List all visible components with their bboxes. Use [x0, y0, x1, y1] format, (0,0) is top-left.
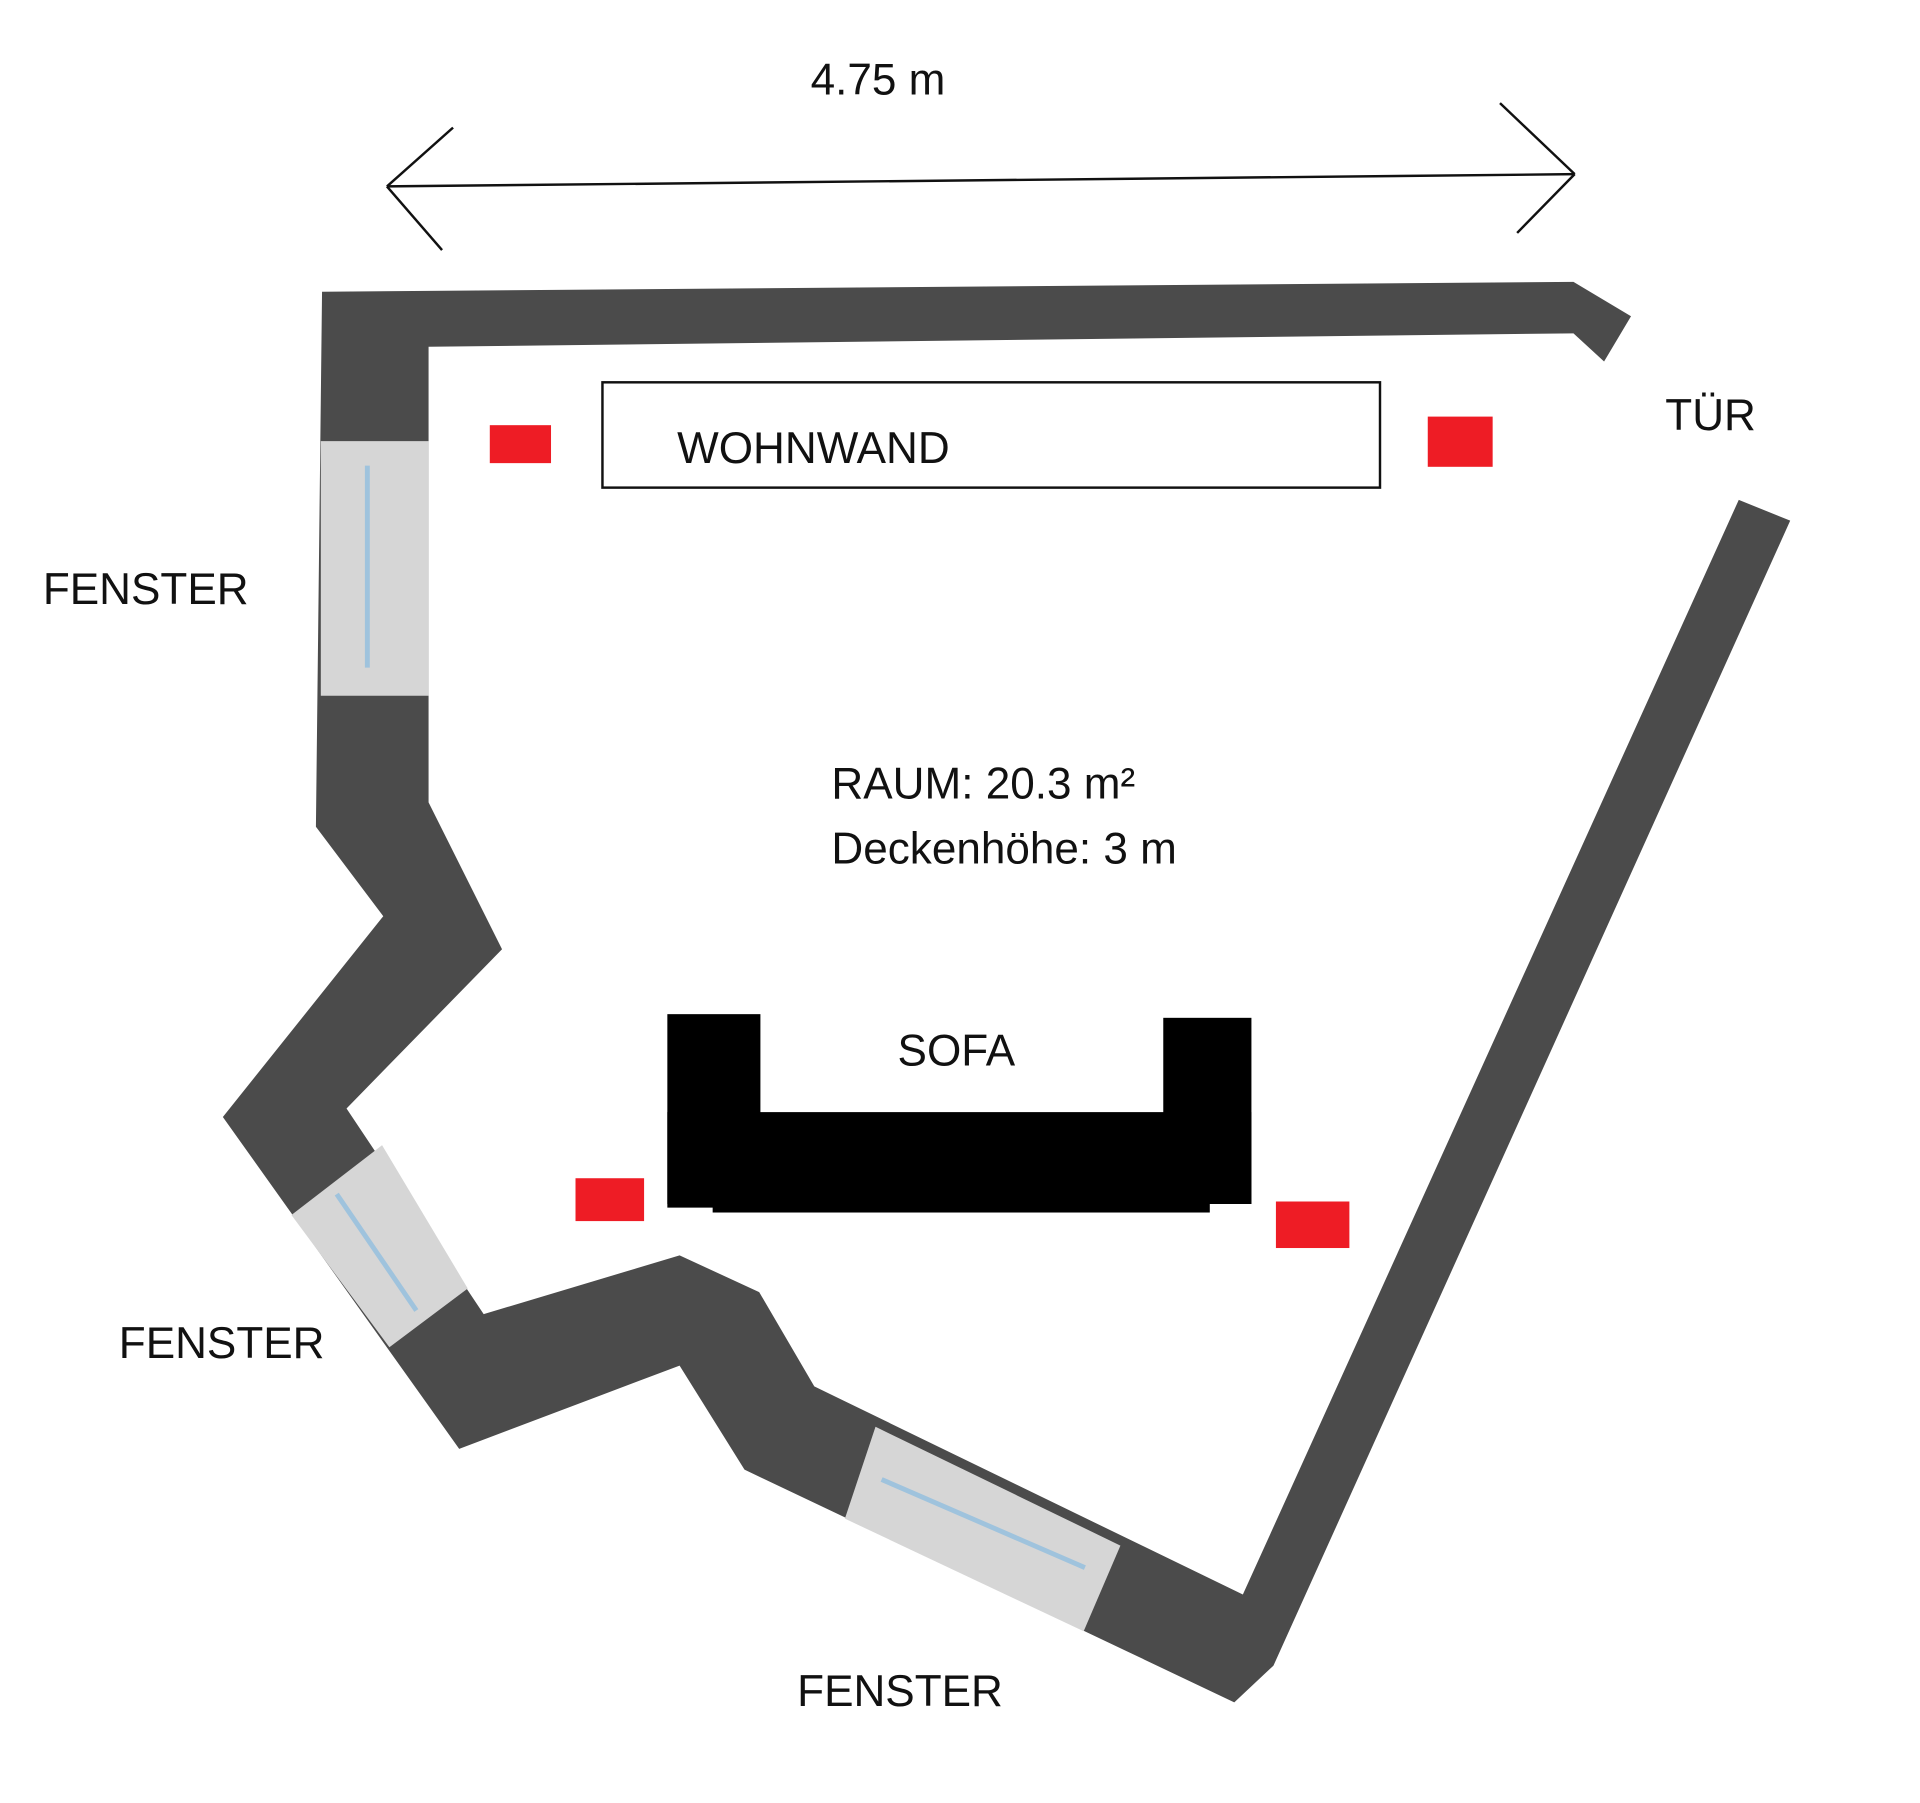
window-bottom-left-label: FENSTER: [119, 1319, 325, 1368]
window-bottom-left: [291, 1145, 468, 1348]
window-bottom-label: FENSTER: [797, 1667, 1003, 1716]
door-label: TÜR: [1665, 391, 1756, 440]
room-area: RAUM: 20.3 m²: [831, 760, 1135, 809]
window-bottom: [844, 1426, 1121, 1632]
room-walls: [222, 281, 1791, 1703]
dimension-label: 4.75 m: [811, 56, 946, 105]
window-left-label: FENSTER: [43, 565, 249, 614]
marker-bottom-left: [575, 1178, 645, 1222]
dimension-arrow: [386, 102, 1576, 251]
sofa-label: SOFA: [898, 1027, 1016, 1076]
ceiling-height: Deckenhöhe: 3 m: [831, 825, 1176, 874]
wall-unit: [601, 381, 1382, 489]
wall-unit-label: WOHNWAND: [677, 424, 950, 473]
marker-top-left: [489, 425, 552, 464]
window-left: [320, 441, 429, 696]
marker-top-right: [1427, 416, 1493, 467]
marker-bottom-right: [1275, 1201, 1350, 1249]
sofa: [667, 1014, 1252, 1213]
